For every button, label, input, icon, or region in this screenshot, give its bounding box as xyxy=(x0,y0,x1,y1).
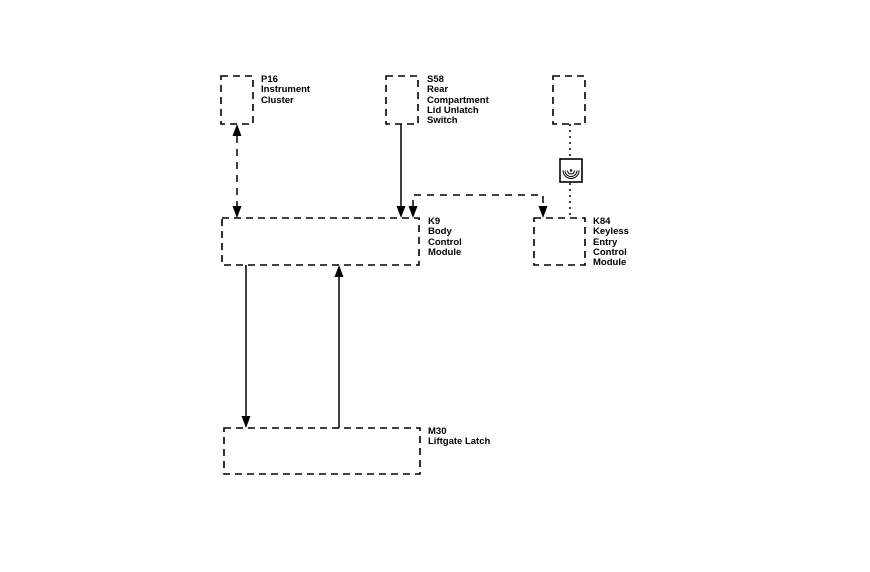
p16-label-line: P16 xyxy=(261,74,278,85)
k9-k84-serial-data-line xyxy=(408,194,548,218)
m30-liftgate-latch-box xyxy=(223,427,421,475)
s58-label-line: Compartment xyxy=(427,94,489,106)
k84-label: K84 Keyless Entry Control Module xyxy=(593,216,629,269)
k84-keyless-entry-module-box xyxy=(533,217,586,266)
s58-unlatch-switch-box xyxy=(385,75,419,125)
p16-instrument-cluster-box xyxy=(220,75,254,125)
wireless-antenna-icon xyxy=(559,158,583,183)
k9-to-m30-control-line xyxy=(241,265,251,428)
s58-label-line: Switch xyxy=(427,115,458,127)
k9-label-line: Module xyxy=(428,246,462,258)
k9-body-control-module-box xyxy=(221,217,420,266)
k84-label-line: Keyless xyxy=(593,226,629,238)
p16-k9-serial-data-line xyxy=(232,124,242,218)
p16-label: P16 Instrument Cluster xyxy=(261,74,311,106)
m30-to-k9-signal-line xyxy=(334,265,344,428)
m30-label-line: Liftgate Latch xyxy=(428,436,491,448)
s58-label: S58 Rear Compartment Lid Unlatch Switch xyxy=(427,74,489,127)
m30-label: M30 Liftgate Latch xyxy=(428,426,491,448)
m30-label-line: M30 xyxy=(428,426,447,437)
k84-label-line: Control xyxy=(593,246,627,258)
unnamed-antenna-component-box xyxy=(552,75,586,125)
k9-label-line: Body xyxy=(428,226,452,238)
k9-label: K9 Body Control Module xyxy=(428,216,462,258)
s58-label-line: Lid Unlatch xyxy=(427,104,479,116)
s58-label-line: S58 xyxy=(427,74,444,85)
p16-label-line: Instrument xyxy=(261,84,311,96)
k9-label-line: K9 xyxy=(428,216,441,227)
p16-label-line: Cluster xyxy=(261,94,294,106)
k84-label-line: Module xyxy=(593,257,627,269)
k9-label-line: Control xyxy=(428,236,462,248)
s58-label-line: Rear xyxy=(427,84,449,96)
s58-to-k9-signal-line xyxy=(396,124,406,218)
k84-label-line: K84 xyxy=(593,216,611,227)
k84-label-line: Entry xyxy=(593,236,618,248)
